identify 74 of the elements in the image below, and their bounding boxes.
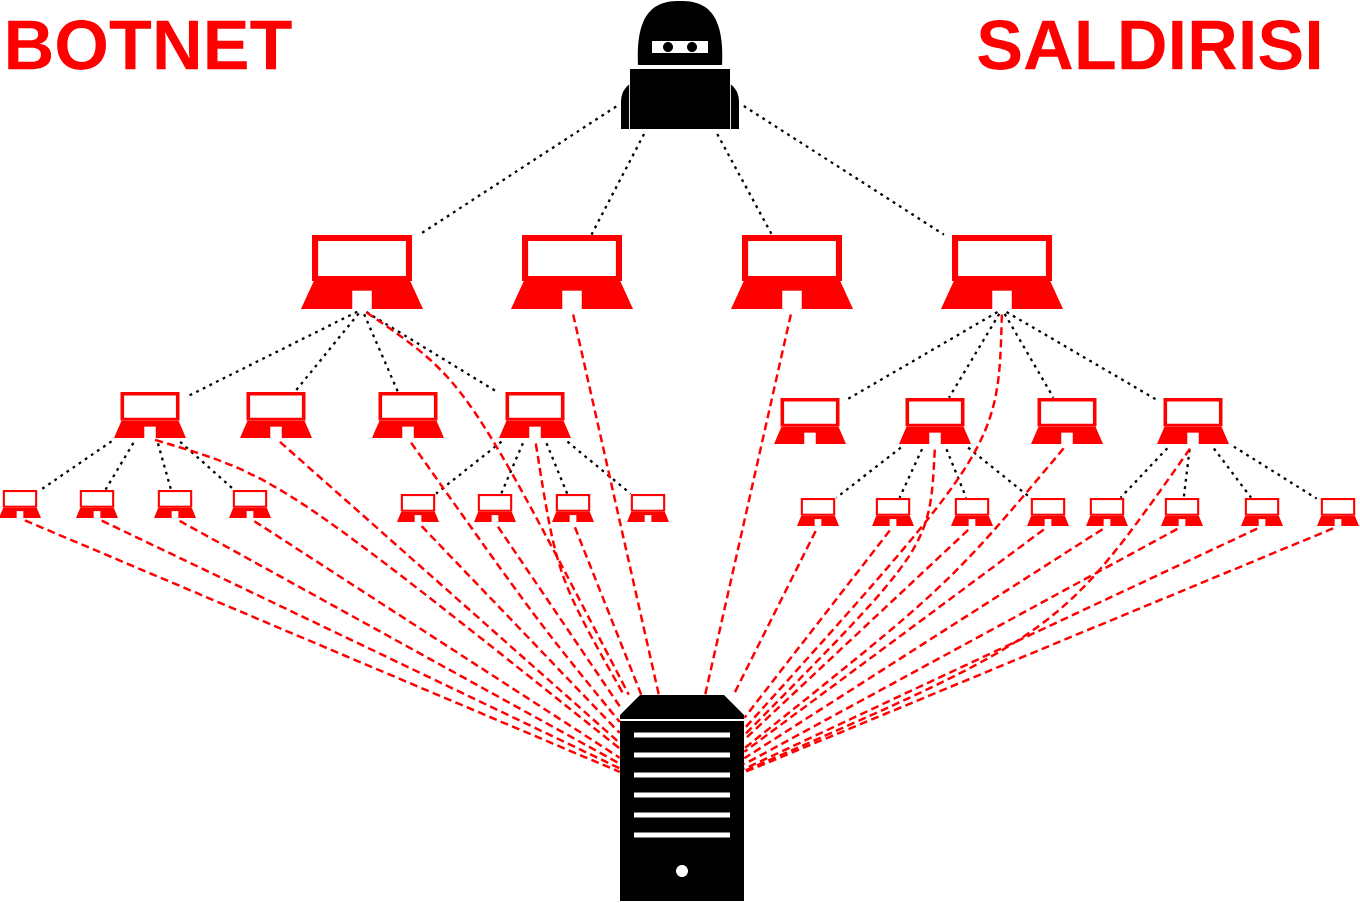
laptop-icon [1086, 498, 1128, 526]
connector-line [1182, 449, 1191, 498]
laptop-icon [774, 398, 846, 444]
connector-line [294, 312, 360, 393]
laptop-icon [511, 235, 633, 309]
laptop-icon [1157, 398, 1229, 444]
connector-line [253, 520, 621, 759]
connector-line [571, 314, 660, 695]
connector-line [967, 446, 1031, 499]
laptop-icon [1241, 498, 1283, 526]
connector-line [1233, 445, 1318, 500]
connector-line [496, 526, 621, 707]
connector-line [743, 105, 945, 236]
laptop-icon [499, 392, 571, 438]
connector-line [420, 525, 621, 734]
connector-line [410, 441, 621, 723]
connector-line [545, 442, 569, 495]
connector-line [279, 440, 621, 744]
laptop-icon [941, 235, 1063, 309]
connector-line [365, 311, 630, 696]
laptop-icon [1027, 498, 1069, 526]
connector-line [363, 313, 399, 393]
laptop-icon [0, 490, 41, 518]
connector-line [743, 314, 1004, 730]
hacker-figure [621, 1, 739, 130]
connector-line [179, 519, 621, 765]
connector-line [704, 314, 793, 695]
connector-line [743, 449, 936, 736]
laptop-icon [474, 494, 516, 522]
connector-line [40, 440, 113, 491]
laptop-icon [627, 494, 669, 522]
connector-line [435, 440, 503, 495]
connector-line [743, 528, 1045, 753]
laptop-icon [1031, 398, 1103, 444]
laptop-icon [397, 494, 439, 522]
server-icon [619, 695, 745, 901]
laptop-icon [76, 490, 118, 518]
connector-line [743, 447, 1191, 773]
laptop-icon [372, 392, 444, 438]
laptop-icon [1161, 498, 1203, 526]
connector-line [154, 438, 621, 750]
laptop-icon [154, 490, 196, 518]
connector-line [1006, 311, 1158, 401]
connector-line [1119, 447, 1169, 499]
connector-line [743, 529, 891, 719]
connector-line [948, 313, 1001, 399]
laptop-icon [301, 235, 423, 309]
laptop-icon [1317, 498, 1359, 526]
connector-line [743, 528, 1104, 760]
connector-line [500, 442, 524, 495]
connector-line [743, 447, 1065, 750]
heading: SALDIRISI [978, 20, 1320, 70]
connector-line [590, 133, 646, 236]
connector-line [566, 440, 632, 495]
heading: BOTNET [8, 20, 292, 70]
laptop-icon [899, 398, 971, 444]
connector-line [1003, 313, 1055, 399]
connector-line [534, 443, 625, 696]
laptop-icon [797, 498, 839, 526]
connector-line [179, 441, 235, 491]
laptop-icon [240, 392, 312, 438]
laptop-icon [229, 490, 271, 518]
laptop-icon [731, 235, 853, 309]
laptop-icon [951, 498, 993, 526]
laptop-icon [552, 494, 594, 522]
connector-line [743, 529, 969, 741]
connector-line [835, 446, 902, 499]
connector-line [716, 133, 773, 236]
connector-line [945, 448, 968, 499]
connector-line [743, 527, 1178, 766]
laptop-icon [114, 392, 186, 438]
laptop-icon [872, 498, 914, 526]
connector-line [845, 311, 999, 401]
connector-line [573, 526, 643, 696]
